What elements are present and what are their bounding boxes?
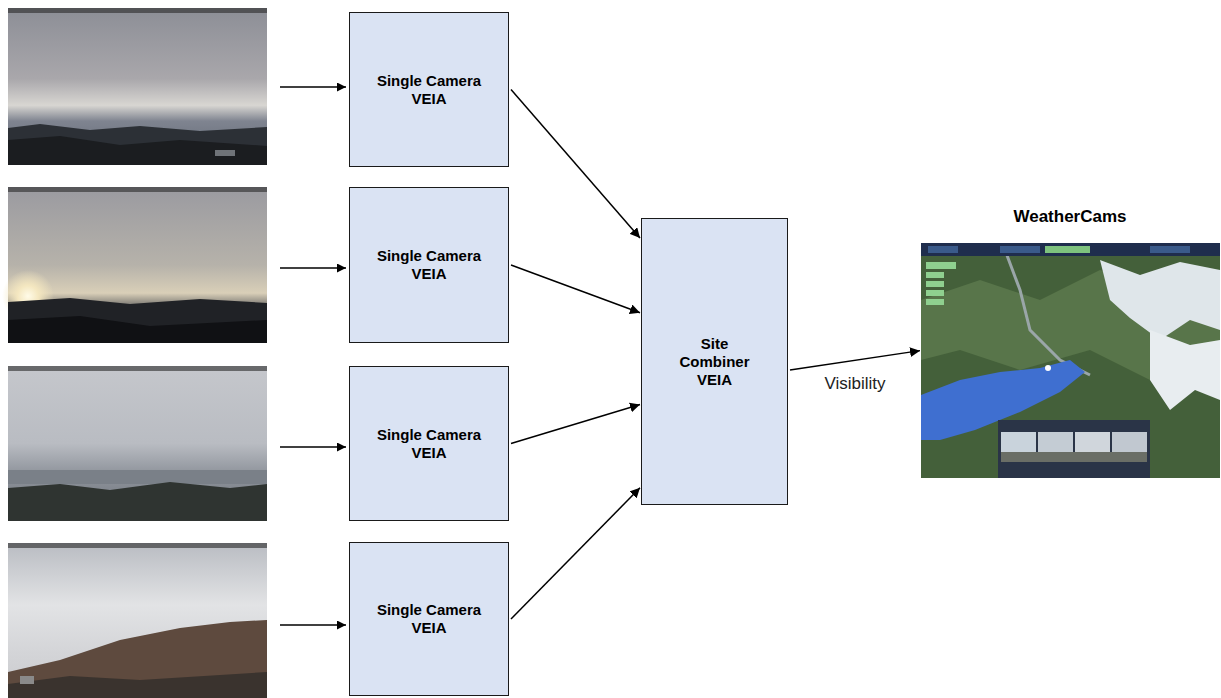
node-text: Single Camera VEIA: [369, 72, 489, 108]
camera-photo: [2, 187, 267, 343]
node-text: Site Combiner VEIA: [670, 335, 760, 389]
flow-arrow: [511, 90, 640, 239]
screenshot-frame: WeatherCams: [921, 207, 1219, 478]
flow-arrow: [511, 488, 640, 619]
flow-arrow: [511, 265, 640, 313]
process-box: Single Camera VEIA: [349, 542, 509, 696]
flow-arrow: [511, 405, 640, 444]
camera-photo: [8, 8, 267, 165]
combiner-box: Site Combiner VEIA: [641, 218, 788, 505]
node-text: Single Camera VEIA: [369, 601, 489, 637]
process-box: Single Camera VEIA: [349, 12, 509, 167]
node-text: Single Camera VEIA: [369, 247, 489, 283]
flow-arrow: [790, 351, 920, 370]
weathercams-screenshot: [921, 243, 1220, 478]
node-text: Single Camera VEIA: [369, 426, 489, 462]
edge-label: Visibility: [821, 374, 888, 394]
process-box: Single Camera VEIA: [349, 366, 509, 521]
camera-photo: [8, 366, 267, 521]
node-text: WeatherCams: [1010, 207, 1129, 227]
camera-photo: [8, 543, 267, 698]
process-box: Single Camera VEIA: [349, 187, 509, 343]
photo-arrow: [280, 87, 346, 625]
